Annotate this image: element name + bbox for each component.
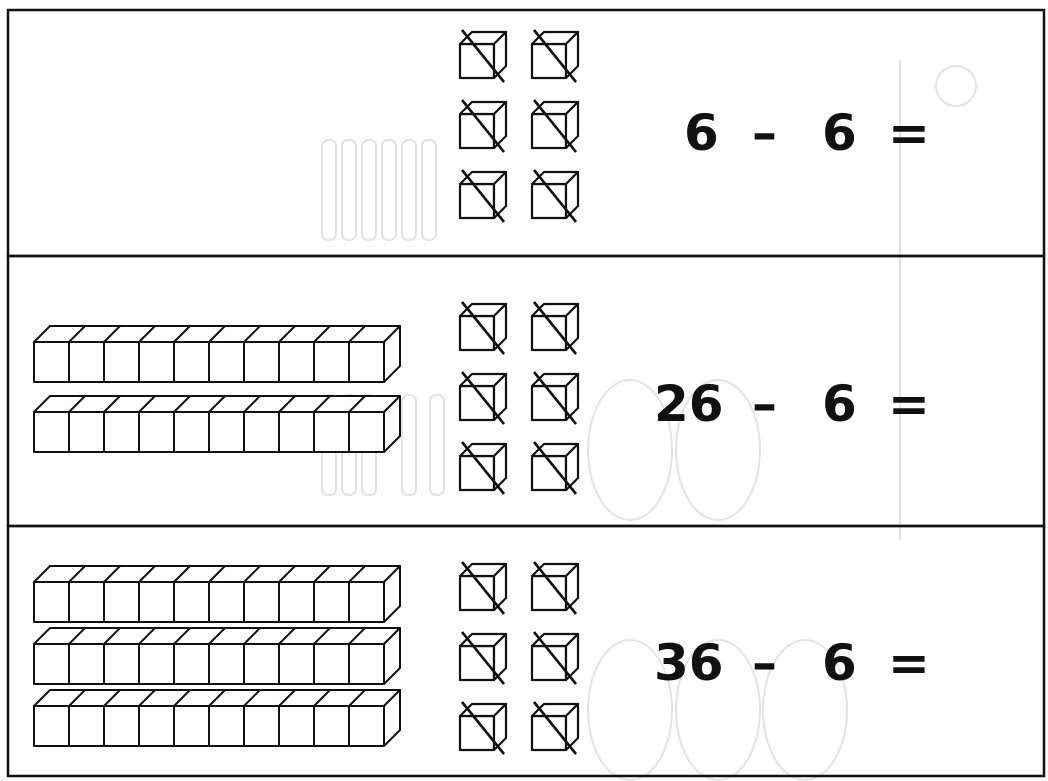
ones-cube — [460, 702, 506, 754]
subtrahend: 6 — [822, 108, 857, 158]
ones-cube — [532, 30, 578, 82]
minus-sign: – — [752, 108, 777, 158]
minus-sign: – — [752, 638, 777, 688]
ones-cube — [532, 702, 578, 754]
ones-cube — [532, 170, 578, 222]
equation-row-3: 36 – 6 = — [0, 638, 1048, 694]
ones-cube — [532, 442, 578, 494]
ones-cube — [460, 562, 506, 614]
minuend: 26 — [654, 379, 724, 429]
ones-cube — [460, 30, 506, 82]
equals-sign: = — [888, 108, 930, 158]
equals-sign: = — [888, 638, 930, 688]
tens-rod — [34, 566, 400, 622]
ones-cube — [460, 302, 506, 354]
ones-cube — [460, 170, 506, 222]
ones-cube — [532, 302, 578, 354]
minuend: 36 — [654, 638, 724, 688]
equation-row-1: 6 – 6 = — [0, 108, 1048, 164]
subtrahend: 6 — [822, 638, 857, 688]
tens-rod — [34, 690, 400, 746]
minus-sign: – — [752, 379, 777, 429]
ones-cube — [532, 562, 578, 614]
equation-row-2: 26 – 6 = — [0, 379, 1048, 435]
tens-rod — [34, 326, 400, 382]
minuend: 6 — [684, 108, 719, 158]
ones-cube — [460, 442, 506, 494]
subtrahend: 6 — [822, 379, 857, 429]
equals-sign: = — [888, 379, 930, 429]
